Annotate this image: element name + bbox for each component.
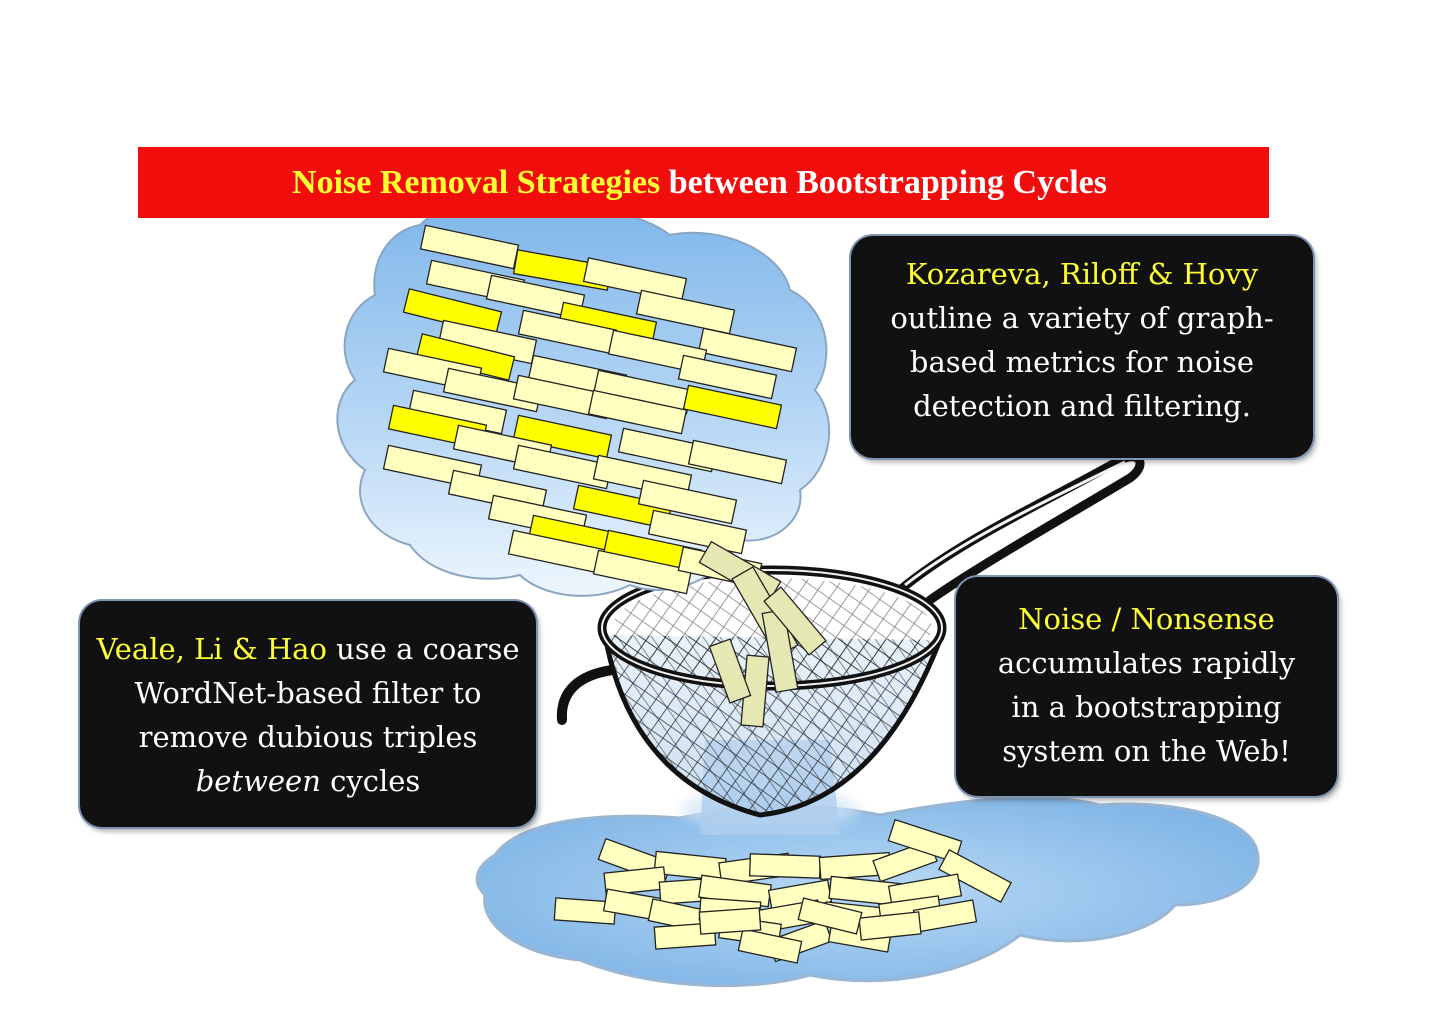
note-noise-line3: system on the Web! xyxy=(1002,734,1291,768)
note-veale-line1: use a coarse xyxy=(336,632,520,666)
triple-slip xyxy=(887,818,963,864)
title-banner: Noise Removal Strategies between Bootstr… xyxy=(138,147,1269,218)
triple-slip xyxy=(682,384,783,430)
note-kozareva-line1: outline a variety of graph- xyxy=(890,301,1274,335)
note-noise: Noise / Nonsense accumulates rapidly in … xyxy=(956,577,1337,796)
note-noise-heading: Noise / Nonsense xyxy=(1018,602,1275,636)
triple-slip xyxy=(763,586,827,656)
triple-slip xyxy=(592,549,693,595)
title-rest: between Bootstrapping Cycles xyxy=(668,163,1107,201)
triple-slip xyxy=(687,439,788,485)
triple-slip xyxy=(748,853,822,879)
triple-slip xyxy=(797,897,863,935)
triple-slip xyxy=(708,638,752,704)
note-veale-authors: Veale, Li & Hao xyxy=(96,632,327,666)
note-veale-line4: cycles xyxy=(330,764,421,798)
triple-slip xyxy=(737,928,803,964)
note-veale-italic: between xyxy=(195,764,321,798)
note-kozareva-authors: Kozareva, Riloff & Hovy xyxy=(905,257,1259,291)
triple-slip xyxy=(587,389,688,435)
triple-slip xyxy=(635,289,736,335)
note-noise-line2: in a bootstrapping xyxy=(1011,690,1282,724)
title-highlight: Noise Removal Strategies xyxy=(292,163,661,201)
triple-slip xyxy=(698,907,762,935)
note-veale-line2: WordNet-based filter to xyxy=(134,676,482,710)
note-kozareva-line3: detection and filtering. xyxy=(913,389,1251,423)
triple-slip xyxy=(647,509,748,555)
triple-slip xyxy=(938,848,1012,904)
note-noise-line1: accumulates rapidly xyxy=(997,646,1296,680)
note-kozareva-line2: based metrics for noise xyxy=(909,345,1255,379)
cloud-triples xyxy=(382,224,798,595)
note-veale-line3: remove dubious triples xyxy=(138,720,478,754)
triple-slip xyxy=(582,257,688,303)
triple-slip xyxy=(677,354,778,400)
triple-slip xyxy=(603,866,667,896)
note-veale: Veale, Li & Hao use a coarse WordNet-bas… xyxy=(80,601,536,827)
triple-slip xyxy=(637,479,738,525)
sieved-triples-pile xyxy=(553,818,1012,964)
triple-slip xyxy=(697,327,798,373)
triple-slip xyxy=(858,911,922,941)
triple-slip xyxy=(512,414,613,460)
falling-triples xyxy=(698,540,827,728)
note-kozareva: Kozareva, Riloff & Hovy outline a variet… xyxy=(851,236,1313,458)
